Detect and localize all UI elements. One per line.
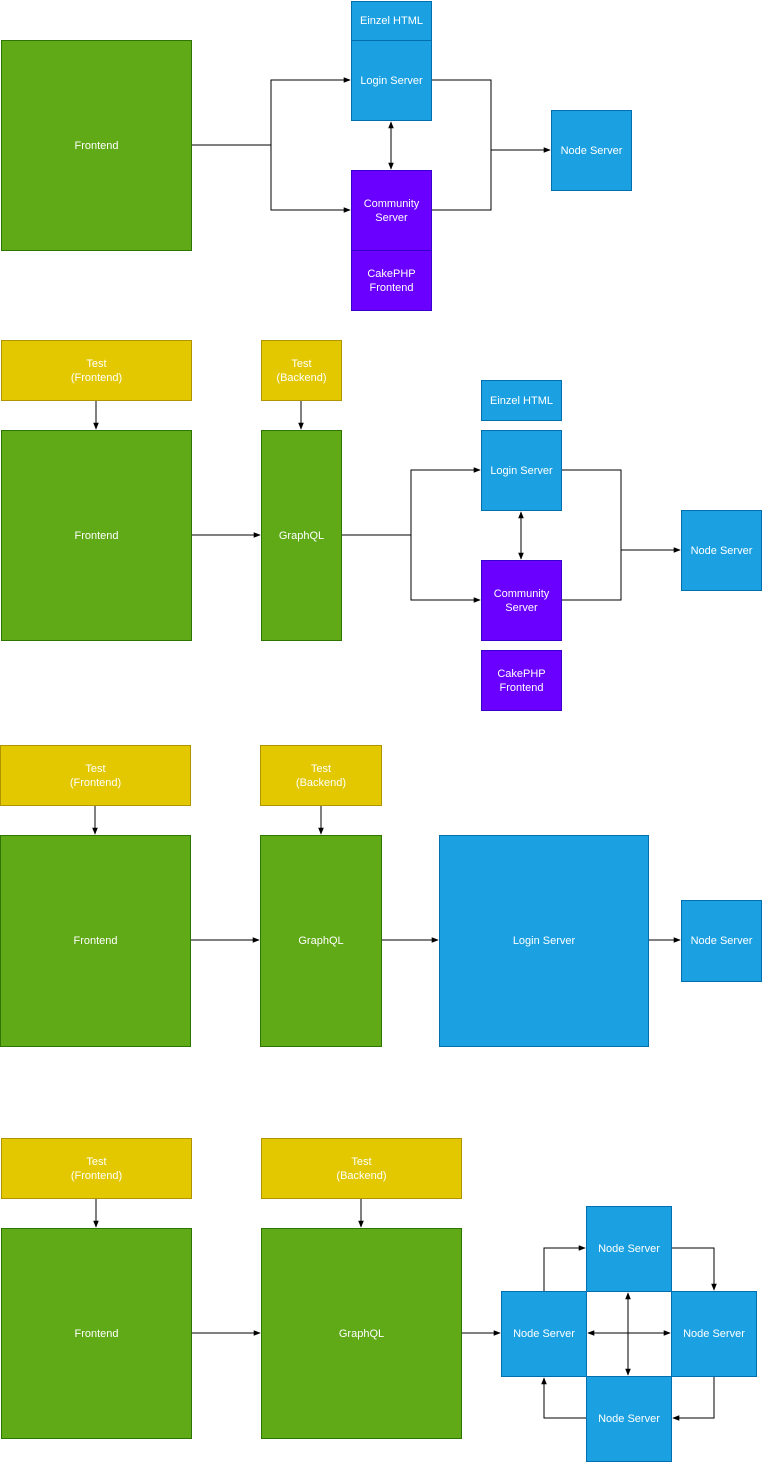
d2-login-server-node: Login Server xyxy=(481,430,562,511)
d2-cakephp-frontend-node: CakePHP Frontend xyxy=(481,650,562,711)
d4-edge-right-bottom xyxy=(672,1377,715,1421)
d4-node-server-bottom: Node Server xyxy=(586,1376,672,1462)
d2-edge-login-node xyxy=(562,469,681,553)
d2-node-server-node: Node Server xyxy=(681,510,762,591)
d2-edge-graphql-community xyxy=(410,535,481,603)
d4-edge-bottom-left xyxy=(541,1377,586,1419)
d3-frontend-node: Frontend xyxy=(0,835,191,1047)
d2-graphql-node: GraphQL xyxy=(261,430,342,641)
d4-test-frontend-node: Test (Frontend) xyxy=(1,1138,192,1199)
d1-cakephp-frontend-node: CakePHP Frontend xyxy=(351,250,432,311)
d2-test-backend-node: Test (Backend) xyxy=(261,340,342,401)
d1-node-server-node: Node Server xyxy=(551,110,632,191)
d2-einzel-html-node: Einzel HTML xyxy=(481,380,562,421)
d1-edge-frontend-login xyxy=(192,77,351,146)
d4-edge-top-right xyxy=(672,1247,717,1291)
d4-graphql-node: GraphQL xyxy=(261,1228,462,1439)
d1-frontend-node: Frontend xyxy=(1,40,192,251)
d4-node-server-right: Node Server xyxy=(671,1291,757,1377)
d1-community-server-node: Community Server xyxy=(351,170,432,251)
d2-edge-community-node xyxy=(562,550,622,601)
d2-frontend-node: Frontend xyxy=(1,430,192,641)
d3-login-server-node: Login Server xyxy=(439,835,649,1047)
d4-node-server-top: Node Server xyxy=(586,1206,672,1292)
d4-test-backend-node: Test (Backend) xyxy=(261,1138,462,1199)
d3-test-frontend-node: Test (Frontend) xyxy=(0,745,191,806)
d1-edge-frontend-community xyxy=(270,145,351,213)
d4-frontend-node: Frontend xyxy=(1,1228,192,1439)
d1-einzel-html-node: Einzel HTML xyxy=(351,1,432,41)
d1-login-server-node: Login Server xyxy=(351,40,432,121)
d1-edge-community-node xyxy=(432,150,492,211)
d2-edge-graphql-login xyxy=(342,467,481,536)
d2-community-server-node: Community Server xyxy=(481,560,562,641)
d4-node-server-left: Node Server xyxy=(501,1291,587,1377)
d3-test-backend-node: Test (Backend) xyxy=(260,745,382,806)
d3-graphql-node: GraphQL xyxy=(260,835,382,1047)
d4-edge-left-top xyxy=(543,1245,586,1291)
d1-edge-login-node xyxy=(432,79,551,153)
d2-test-frontend-node: Test (Frontend) xyxy=(1,340,192,401)
